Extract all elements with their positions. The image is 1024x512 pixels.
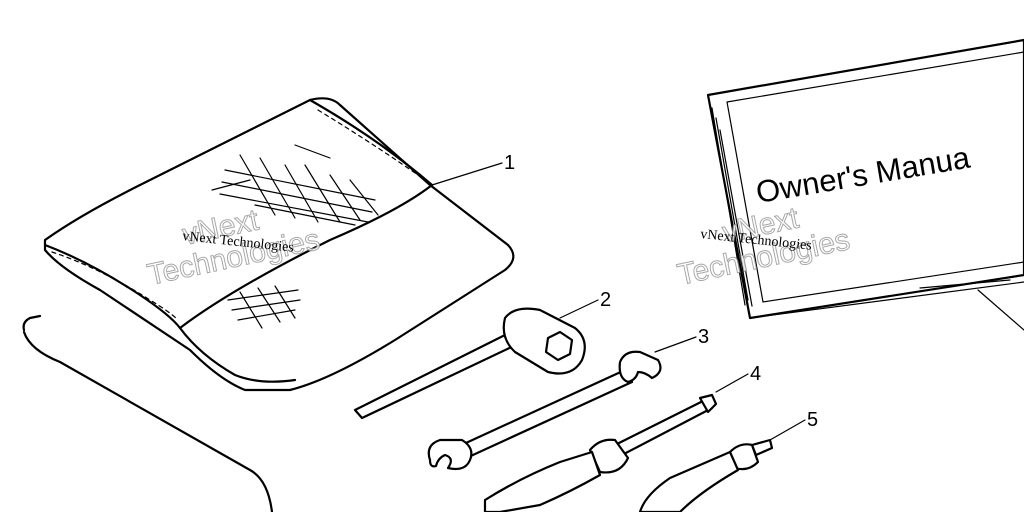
- callout-3: 3: [698, 326, 709, 348]
- tool-pouch-stitching-top: [317, 109, 426, 181]
- tool-pouch-flap-edge: [308, 98, 434, 187]
- open-end-wrench-head-small: [618, 350, 662, 384]
- owners-manual: Owner's Manua: [706, 38, 1024, 331]
- screwdriver-shaft: [613, 398, 714, 457]
- leader-line-4: [715, 373, 749, 393]
- owners-manual-pages: [749, 279, 1024, 319]
- callout-5: 5: [807, 409, 818, 431]
- leader-line-3: [654, 336, 697, 353]
- screwdriver-ferrule: [588, 438, 630, 474]
- small-screwdriver-collar: [728, 443, 760, 471]
- leader-line-5: [769, 419, 806, 441]
- screwdriver-handle: [483, 450, 602, 512]
- spark-plug-wrench: 2: [353, 289, 611, 420]
- leader-line-1: [431, 162, 503, 186]
- small-screwdriver: 5: [638, 409, 818, 512]
- screwdriver-tip: [698, 393, 718, 414]
- owners-manual-spine-shading: [711, 107, 753, 307]
- tool-pouch-pattern-bottom: [227, 285, 301, 329]
- owners-manual-cover: [706, 38, 1024, 320]
- open-end-wrench-head-large: [427, 438, 473, 471]
- tool-pouch-pattern-top: [211, 144, 379, 226]
- leader-line-2: [559, 299, 599, 319]
- callout-1: 1: [504, 152, 515, 174]
- callout-2: 2: [600, 289, 611, 311]
- leader-line-manual: [977, 289, 1024, 331]
- open-end-wrench: 3: [427, 326, 709, 471]
- tool-pouch-bottom-edge: [178, 326, 297, 383]
- callout-4: 4: [750, 363, 761, 385]
- owners-manual-inner-border: [726, 51, 1024, 303]
- tool-pouch-stitching: [51, 251, 179, 321]
- tool-pouch: 1: [43, 97, 515, 392]
- tool-pouch-flap: [43, 183, 434, 330]
- small-screwdriver-handle: [638, 450, 740, 512]
- screwdriver: 4: [483, 363, 761, 512]
- background-box-outline: [22, 314, 274, 512]
- tool-pouch-body: [43, 97, 515, 392]
- spark-plug-wrench-hex: [544, 330, 574, 362]
